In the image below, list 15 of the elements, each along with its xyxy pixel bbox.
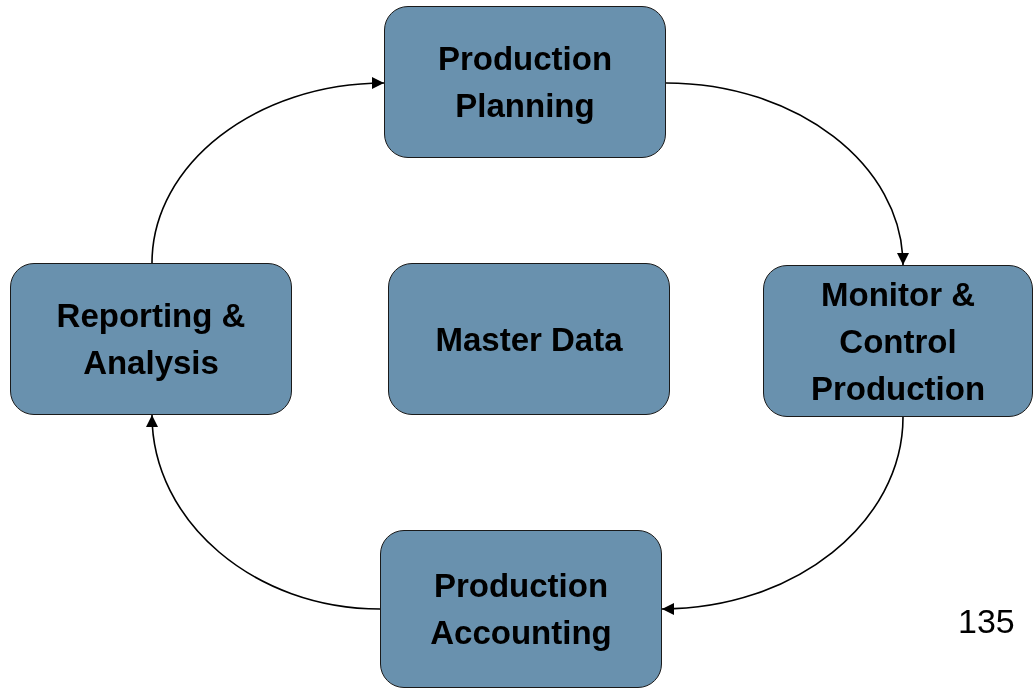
arrow (151, 77, 385, 264)
arrow (665, 82, 908, 266)
box-label: Reporting & Analysis (55, 296, 247, 383)
arrow (661, 416, 904, 615)
process-box (763, 265, 1033, 417)
process-box (388, 263, 670, 415)
arrow (146, 414, 381, 610)
process-box (380, 530, 662, 688)
box-label: Production Planning (436, 39, 614, 126)
process-box (384, 6, 666, 158)
box-label: Production Accounting (429, 566, 613, 653)
page-number: 135 (958, 602, 1015, 641)
box-label: Master Data (435, 319, 623, 360)
box-label: Monitor & Control Production (809, 274, 987, 409)
process-box (10, 263, 292, 415)
